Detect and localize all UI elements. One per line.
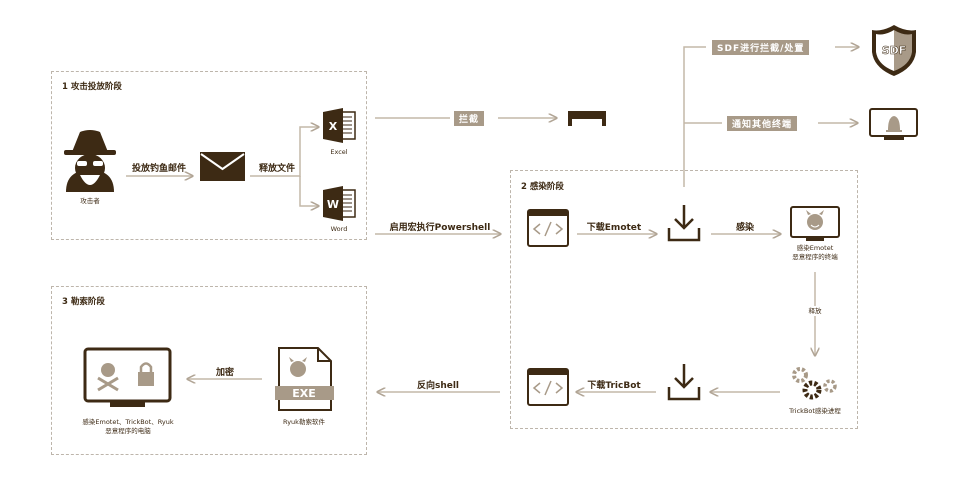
- exe-file-icon: EXE: [275, 347, 334, 411]
- release-label: 释放: [808, 306, 822, 316]
- attacker-icon: [64, 130, 116, 192]
- phish-label: 投放钓鱼邮件: [131, 164, 187, 174]
- ryuk-label: Ryuk勒索软件: [283, 418, 325, 426]
- line-sdf: [683, 46, 706, 187]
- infected-terminal-label-1: 感染Emotet: [796, 244, 834, 252]
- notify-tag: 通知其他终端: [727, 116, 798, 131]
- victim-label-2: 恶意程序的电脑: [105, 427, 151, 435]
- arrow-excel: [250, 127, 318, 177]
- macro-label: 启用宏执行Powershell: [389, 223, 491, 233]
- intercept-tag: 拦截: [454, 111, 485, 126]
- victim-label-1: 感染Emotet、TrickBot、Ryuk: [82, 418, 174, 426]
- stage-1-title: 1 攻击投放阶段: [62, 82, 122, 92]
- svg-text:W: W: [327, 198, 339, 211]
- release-file-label: 释放文件: [258, 164, 296, 174]
- word-icon: W: [323, 186, 356, 221]
- stage-3-title: 3 勒索阶段: [62, 297, 105, 307]
- victim-monitor-icon: [83, 347, 172, 407]
- shield-icon: SDF: [872, 25, 916, 76]
- svg-text:X: X: [329, 120, 338, 133]
- sdf-action-tag: SDF进行拦截/处置: [712, 40, 810, 55]
- code-window-icon: [527, 209, 569, 247]
- download-icon: [667, 364, 701, 401]
- barrier-icon: [568, 111, 606, 126]
- trickbot-process-label: TrickBot感染进程: [789, 407, 841, 415]
- stage-2-title: 2 感染阶段: [521, 182, 564, 192]
- attacker-label: 攻击者: [80, 197, 100, 205]
- infect-label: 感染: [735, 223, 755, 233]
- stage-3-box: [51, 286, 367, 455]
- gears-icon: [792, 367, 837, 400]
- stage-1-box: [51, 71, 367, 240]
- download-tricbot-label: 下载TricBot: [587, 381, 641, 391]
- arrow-word: [299, 176, 318, 206]
- bell-monitor-icon: [869, 108, 918, 140]
- download-icon: [667, 205, 701, 242]
- svg-text:EXE: EXE: [292, 387, 316, 400]
- excel-label: Excel: [330, 148, 348, 156]
- svg-text:SDF: SDF: [882, 44, 907, 57]
- download-emotet-label: 下载Emotet: [586, 223, 642, 233]
- envelope-icon: [200, 152, 245, 181]
- excel-icon: X: [323, 108, 356, 143]
- infected-terminal-label-2: 恶意程序的终端: [792, 253, 838, 261]
- reverse-shell-label: 反向shell: [416, 381, 460, 391]
- infected-monitor-icon: [790, 206, 840, 241]
- code-window-icon: [527, 368, 569, 406]
- encrypt-label: 加密: [215, 368, 235, 378]
- word-label: Word: [330, 225, 348, 233]
